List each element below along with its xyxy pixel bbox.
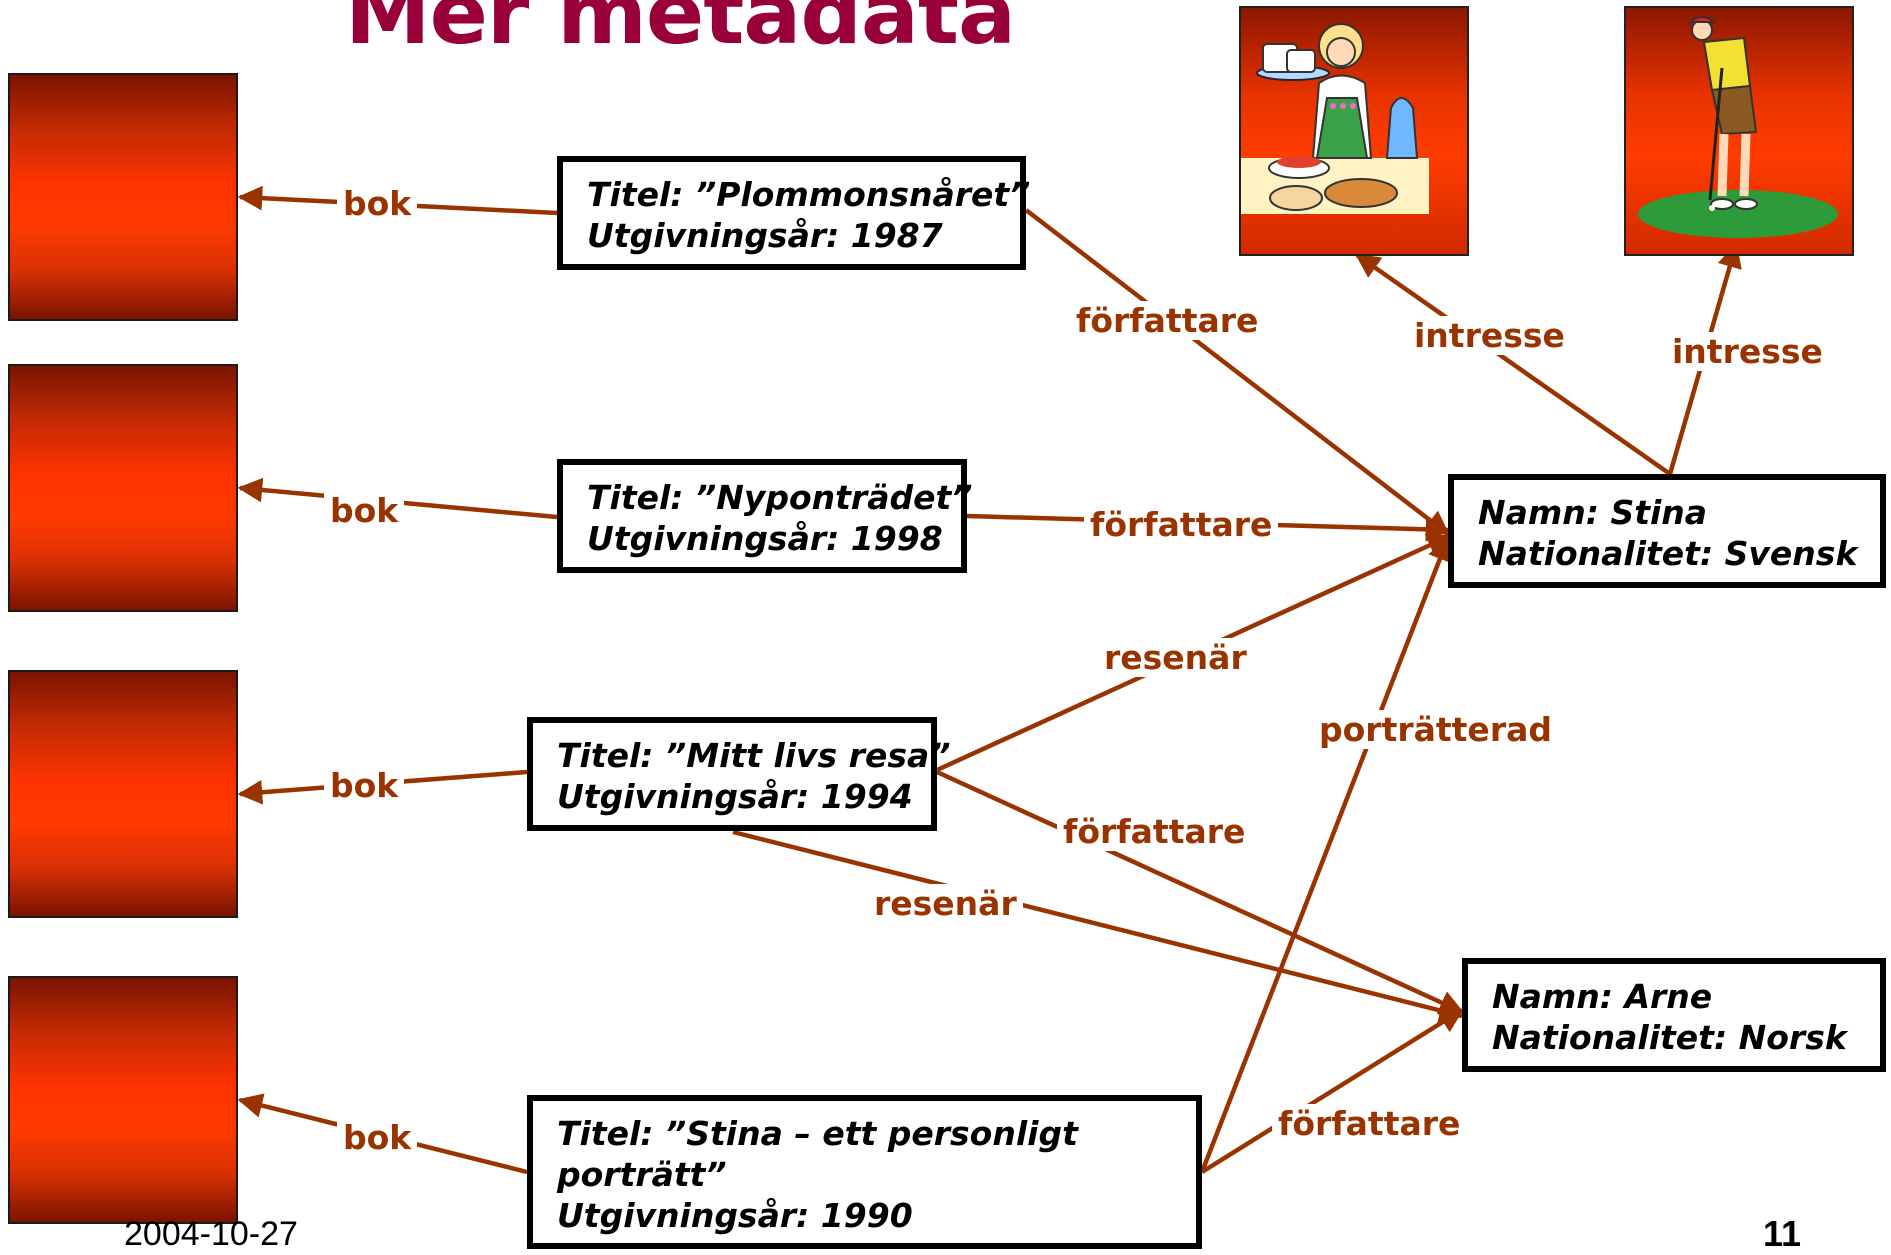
book-3-year: Utgivningsår: 1994	[557, 777, 913, 816]
waitress-image	[1239, 6, 1469, 256]
edge-intresse-1	[1354, 253, 1672, 476]
footer-date: 2004-10-27	[124, 1215, 298, 1253]
book-2-year: Utgivningsår: 1998	[587, 519, 943, 558]
book-1-title: Titel: ”Plommonsnåret”	[587, 175, 1031, 214]
person-stina-name: Namn: Stina	[1478, 493, 1708, 532]
book-4-title-line1: Titel: ”Stina – ett personligt	[557, 1114, 1078, 1153]
waitress-clipart-icon	[1241, 23, 1429, 214]
book-image-placeholder-1	[8, 73, 238, 321]
edge-label-bok-2: bok	[324, 491, 405, 530]
person-box-arne: Namn: Arne Nationalitet: Norsk	[1462, 958, 1886, 1072]
slide-title: Mer metadata	[345, 0, 1016, 64]
book-4-year: Utgivningsår: 1990	[557, 1196, 913, 1235]
edge-label-bok-1: bok	[337, 184, 418, 223]
book-box-1: Titel: ”Plommonsnåret” Utgivningsår: 198…	[557, 156, 1031, 270]
edge-label-intresse-1: intresse	[1408, 316, 1571, 355]
person-stina-nationality: Nationalitet: Svensk	[1478, 534, 1858, 573]
golfer-image	[1624, 6, 1854, 256]
edge-label-intresse-2: intresse	[1666, 332, 1829, 371]
edge-label-forfattare-3: författare	[1057, 812, 1252, 851]
edge-label-bok-4: bok	[337, 1118, 418, 1157]
book-image-placeholder-4	[8, 976, 238, 1224]
edge-forfattare-1	[1024, 208, 1450, 536]
person-box-stina: Namn: Stina Nationalitet: Svensk	[1448, 474, 1886, 588]
book-image-placeholder-3	[8, 670, 238, 918]
edge-label-forfattare-2: författare	[1084, 505, 1279, 544]
book-4-title-line2: porträtt”	[557, 1155, 727, 1194]
edge-forfattare-4	[1200, 1008, 1465, 1174]
edge-label-portratterad: porträtterad	[1313, 710, 1558, 749]
book-box-3: Titel: ”Mitt livs resa” Utgivningsår: 19…	[527, 717, 951, 831]
book-3-title: Titel: ”Mitt livs resa”	[557, 736, 951, 775]
book-1-year: Utgivningsår: 1987	[587, 216, 943, 255]
edge-label-forfattare-1: författare	[1070, 301, 1265, 340]
edge-label-forfattare-4: författare	[1272, 1104, 1467, 1143]
book-2-title: Titel: ”Nyponträdet”	[587, 478, 973, 517]
edge-label-bok-3: bok	[324, 766, 405, 805]
book-image-placeholder-2	[8, 364, 238, 612]
edge-resenar-2	[732, 829, 1465, 1023]
edge-portratterad	[1199, 535, 1452, 1173]
golfer-clipart-icon	[1638, 16, 1838, 238]
edge-label-resenar-1: resenär	[1098, 638, 1253, 677]
edge-label-resenar-2: resenär	[868, 884, 1023, 923]
person-arne-nationality: Nationalitet: Norsk	[1492, 1018, 1847, 1057]
edge-forfattare-3	[936, 769, 1465, 1015]
book-box-2: Titel: ”Nyponträdet” Utgivningsår: 1998	[557, 459, 973, 573]
book-box-4: Titel: ”Stina – ett personligt porträtt”…	[527, 1095, 1202, 1249]
page-number: 11	[1763, 1213, 1802, 1254]
person-arne-name: Namn: Arne	[1492, 977, 1713, 1016]
